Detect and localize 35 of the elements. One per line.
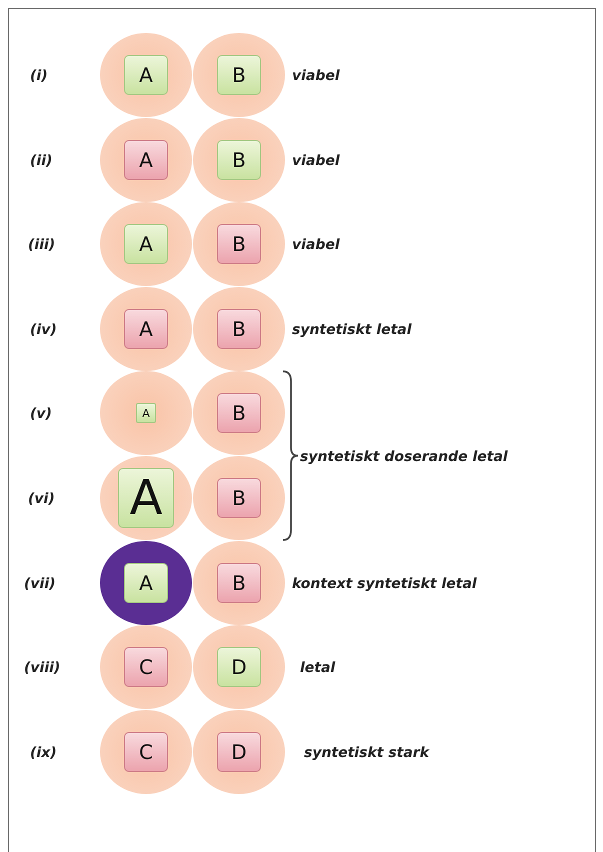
outcome-label: syntetiskt doserande letal [300, 448, 508, 465]
outcome-label: viabel [292, 68, 340, 84]
mutant-gene-box: C [124, 732, 168, 772]
mutant-gene-box: C [124, 647, 168, 688]
functional-gene-box: D [217, 647, 261, 688]
mutant-gene-box: A [124, 308, 168, 349]
functional-gene-box: A [124, 562, 168, 603]
mutant-gene-box: B [217, 562, 261, 603]
outcome-label: viabel [292, 237, 340, 254]
mutant-gene-box: B [217, 224, 261, 264]
mutant-gene-box: A [124, 140, 168, 180]
row-number: (iii) [28, 237, 56, 254]
row-number: (i) [30, 68, 48, 84]
outcome-label: viabel [292, 152, 340, 169]
outcome-label: syntetiskt stark [304, 744, 430, 761]
outcome-label: kontext syntetiskt letal [292, 576, 477, 592]
functional-gene-box: A [118, 468, 174, 528]
row-number: (iv) [30, 322, 57, 338]
functional-gene-box: B [217, 55, 261, 95]
row-number: (ii) [30, 152, 52, 169]
row-number: (vi) [28, 491, 55, 507]
functional-gene-box: A [136, 403, 156, 424]
functional-gene-box: B [217, 140, 261, 180]
outcome-label: syntetiskt letal [292, 322, 412, 338]
mutant-gene-box: D [217, 732, 261, 772]
functional-gene-box: A [124, 55, 168, 95]
mutant-gene-box: B [217, 478, 261, 518]
mutant-gene-box: B [217, 308, 261, 349]
row-number: (viii) [24, 660, 60, 676]
outcome-label: letal [300, 660, 336, 676]
row-number: (ix) [30, 744, 57, 761]
row-number: (vii) [24, 576, 56, 592]
mutant-gene-box: B [217, 393, 261, 434]
row-number: (v) [30, 406, 52, 422]
functional-gene-box: A [124, 224, 168, 264]
